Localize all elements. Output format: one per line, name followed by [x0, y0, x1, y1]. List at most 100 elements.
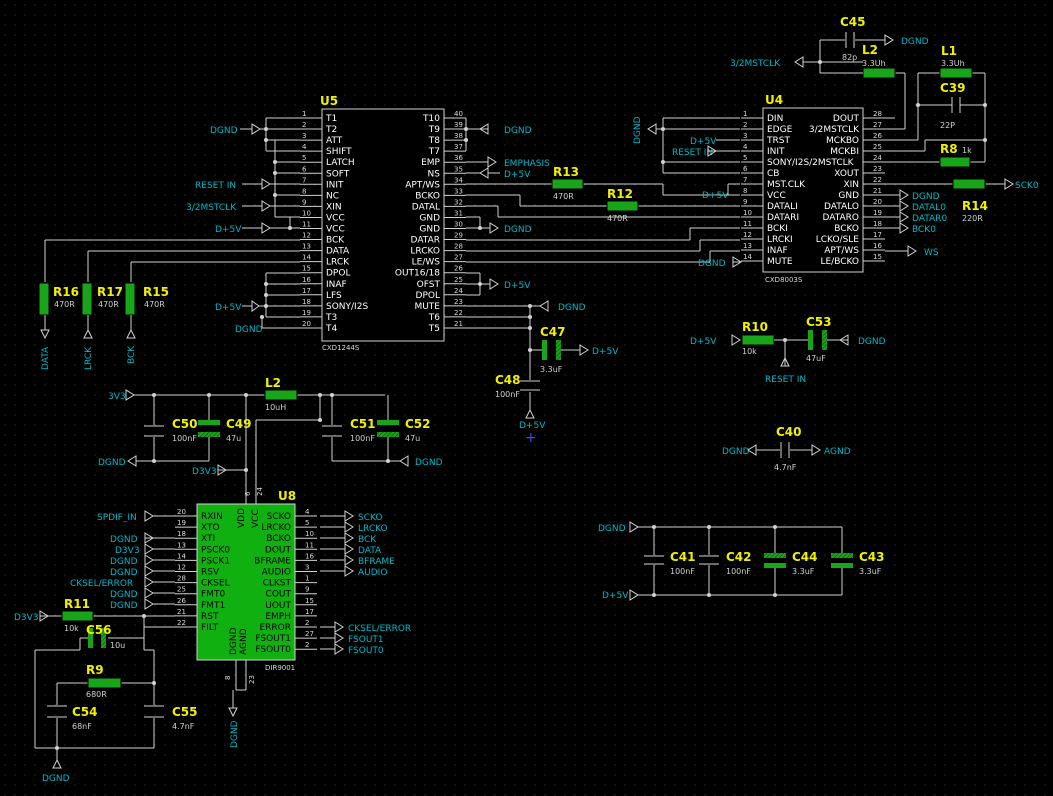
resistor-r14[interactable]: R14 220R [952, 178, 988, 223]
capacitor-c54[interactable]: C54 68nF [47, 705, 98, 731]
capacitor-c40[interactable]: DGND AGND C40 4.7nF [722, 425, 851, 472]
u4-pin-name: XIN [843, 180, 859, 190]
u5-pin-number: 3 [302, 132, 306, 140]
capacitor-c48[interactable]: C48 100nF D+5V + [495, 373, 546, 446]
svg-text:AUDIO: AUDIO [358, 568, 387, 578]
capacitor-c51[interactable]: C51 100nF [322, 417, 376, 443]
svg-text:3.3Uh: 3.3Uh [862, 59, 886, 68]
svg-text:100nF: 100nF [350, 434, 375, 443]
svg-text:C40: C40 [776, 425, 802, 439]
svg-text:DGND: DGND [210, 126, 238, 136]
u8-pin-name: COUT [266, 590, 292, 600]
net-dgnd-u5-right: DGND [479, 123, 532, 136]
u4-pin-name: INAF [767, 246, 788, 256]
svg-text:SCKO: SCKO [358, 513, 383, 523]
capacitor-c45[interactable]: DGND C45 82p [819, 15, 929, 62]
svg-text:D+5V: D+5V [504, 170, 531, 180]
capacitor-c39[interactable]: C39 22P [940, 81, 966, 130]
svg-text:470R: 470R [54, 300, 75, 309]
svg-text:C51: C51 [350, 417, 376, 431]
svg-text:C49: C49 [226, 417, 252, 431]
u4-pin-name: BCKO [834, 224, 859, 234]
capacitor-c47[interactable]: D+5V C47 3.3uF [540, 325, 619, 374]
u8-pin-24: 24 [256, 487, 264, 496]
capacitor-c52[interactable]: C52 47u [377, 417, 431, 443]
inductor-l2-top[interactable]: 3/2MSTCLK L2 3.3Uh [730, 43, 896, 79]
u5-pin-name: SONY/I2S [326, 302, 368, 312]
svg-text:BCK: BCK [127, 345, 137, 364]
u8-pin-number: 28 [177, 575, 186, 583]
u5-pin-number: 37 [454, 143, 463, 151]
u5-pin-number: 18 [302, 298, 311, 306]
u8-pin-number: 13 [177, 541, 186, 549]
u5-pin-number: 5 [302, 154, 306, 162]
resistor-r11[interactable]: R11 10k [61, 597, 94, 633]
svg-text:1k: 1k [962, 146, 972, 155]
u8-pin-name: ERROR [259, 623, 291, 633]
u4-pin-number: 14 [743, 253, 752, 261]
inductor-l1[interactable]: L1 3.3Uh [939, 44, 973, 79]
svg-text:C52: C52 [405, 417, 431, 431]
svg-text:DGND: DGND [110, 535, 138, 545]
u8-pin-number: 5 [305, 519, 309, 527]
capacitor-c55[interactable]: C55 4.7nF [144, 705, 198, 731]
u5-pin-number: 21 [454, 320, 463, 328]
u5-pin-number: 26 [454, 265, 463, 273]
u5-pin-name: OUT16/18 [395, 269, 440, 279]
resistor-r8[interactable]: R8 1k [939, 142, 972, 168]
capacitor-c43[interactable]: C43 3.3uF [831, 550, 885, 576]
capacitor-c49[interactable]: C49 47u [198, 417, 252, 443]
resistor-r13[interactable]: R13 470R [551, 165, 584, 201]
u8-pin-number: 3 [305, 564, 309, 572]
net-emphasis: EMPHASIS [487, 156, 550, 169]
u5-pin-number: 28 [454, 243, 463, 251]
power-3v3-network: 3V3 DGND D3V3 DGND [98, 389, 443, 477]
u4-pin-number: 22 [873, 176, 882, 184]
u4-pin-name: APT/WS [824, 246, 859, 256]
u5-pin-number: 36 [454, 154, 463, 162]
resistor-r15[interactable]: R15 470R BCK [124, 282, 169, 364]
u4-pin-number: 19 [873, 209, 882, 217]
u5-pin-number: 22 [454, 309, 463, 317]
svg-text:68nF: 68nF [72, 722, 92, 731]
svg-text:EMPHASIS: EMPHASIS [504, 159, 550, 169]
u4-pin-number: 23 [873, 165, 882, 173]
u4-pin-number: 26 [873, 132, 882, 140]
capacitor-c44[interactable]: C44 3.3uF [764, 550, 818, 576]
u5-pin-number: 32 [454, 198, 463, 206]
svg-text:R13: R13 [553, 165, 579, 179]
resistor-r9[interactable]: R9 680R [86, 663, 122, 699]
svg-text:R16: R16 [53, 285, 79, 299]
capacitor-c56[interactable]: C56 10u [79, 623, 125, 650]
u5-pin-number: 25 [454, 276, 463, 284]
u4-pin-name: DATARI [767, 213, 799, 223]
svg-text:3.3uF: 3.3uF [540, 365, 563, 374]
svg-text:FSOUT0: FSOUT0 [348, 646, 384, 656]
u8-left-wiring: SPDIF_IN DGND D3V3 DGND DGND CKSEL/ERROR… [14, 510, 240, 784]
u4-right-wiring [885, 72, 1005, 252]
u5-left-wiring [44, 117, 300, 329]
capacitor-c50[interactable]: C50 100nF [144, 417, 198, 443]
net-dgnd-u5-right3: DGND [539, 300, 586, 313]
u5-pin-number: 17 [302, 287, 311, 295]
u8-pin-number: 19 [177, 519, 186, 527]
u4-pin-name: CB [767, 169, 779, 179]
u5-pin-name: NC [326, 191, 339, 201]
resistor-r12[interactable]: R12 470R [606, 187, 639, 223]
u5-pin-number: 23 [454, 298, 463, 306]
resistor-r17[interactable]: R17 470R LRCK [81, 282, 123, 370]
u5-pin-name: T8 [428, 136, 440, 146]
u8-pin-name: FSOUT0 [255, 645, 291, 655]
inductor-l2-bottom[interactable]: L2 10uH [264, 376, 298, 412]
resistor-r10[interactable]: D+5V R10 10k RESET IN [690, 320, 808, 385]
svg-text:DGND: DGND [110, 557, 138, 567]
capacitor-c53[interactable]: DGND C53 47uF [806, 315, 886, 363]
resistor-r16[interactable]: R16 470R DATA [38, 282, 79, 370]
u5-pin-name: DATAR [411, 236, 440, 246]
capacitor-c41[interactable]: C41 100nF [644, 550, 696, 576]
capacitor-c42[interactable]: C42 100nF [699, 550, 752, 576]
svg-text:D+5V: D+5V [690, 337, 717, 347]
